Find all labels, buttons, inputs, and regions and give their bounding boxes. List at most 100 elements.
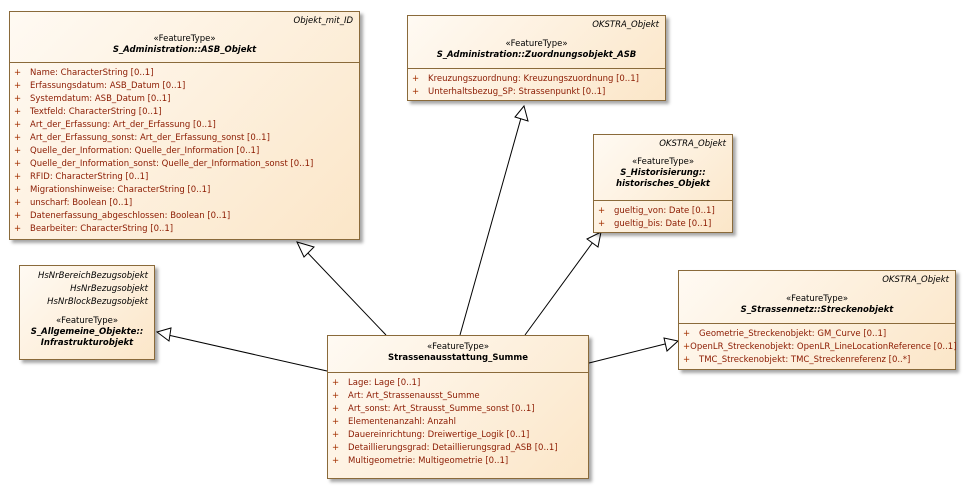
attribute-text: Name: CharacterString [0..1] bbox=[30, 68, 154, 78]
class-header: OKSTRA_Objekt «FeatureType» S_Administra… bbox=[408, 16, 665, 69]
attribute-text: Kreuzungszuordnung: Kreuzungszuordnung [… bbox=[428, 74, 639, 84]
arrowhead-strecke bbox=[663, 337, 680, 352]
attribute-row: + gueltig_von: Date [0..1] bbox=[598, 205, 732, 218]
attribute-row: + Quelle_der_Information_sonst: Quelle_de… bbox=[14, 158, 359, 171]
attribute-row: +Art_der_Erfassung_sonst: Art_der_Erfass… bbox=[14, 132, 359, 145]
attribute-row: + Name: CharacterString [0..1] bbox=[14, 67, 359, 80]
class-asb-objekt[interactable]: Objekt_mit_ID «FeatureType» S_Administra… bbox=[9, 11, 360, 240]
visibility-marker: + bbox=[332, 391, 340, 401]
attribute-row: + gueltig_bis: Date [0..1] bbox=[598, 218, 732, 231]
stereotype: «FeatureType» bbox=[426, 342, 490, 352]
attribute-text: TMC_Streckenobjekt: TMC_Streckenreferenz… bbox=[699, 355, 911, 365]
visibility-marker: + bbox=[412, 87, 420, 97]
attribute-row: + TMC_Streckenobjekt: TMC_Streckenreferen… bbox=[683, 354, 955, 367]
attribute-text: Bearbeiter: CharacterString [0..1] bbox=[30, 224, 174, 234]
visibility-marker: + bbox=[14, 133, 22, 143]
attribute-text: Elementenanzahl: Anzahl bbox=[348, 417, 457, 427]
attribute-row: +Datenerfassung_abgeschlossen: Boolean [… bbox=[14, 210, 359, 223]
stereotype: «FeatureType» bbox=[505, 39, 568, 49]
visibility-marker: + bbox=[14, 172, 22, 182]
attribute-text: RFID: CharacterString [0..1] bbox=[30, 172, 149, 182]
attribute-row: + Elementenanzahl: Anzahl bbox=[332, 416, 588, 429]
attribute-row: + Systemdatum: ASB_Datum [0..1] bbox=[14, 93, 359, 106]
attribute-row: + Art_sonst: Art_Strausst_Summe_sonst [0.… bbox=[332, 403, 588, 416]
attribute-text: Systemdatum: ASB_Datum [0..1] bbox=[30, 94, 171, 104]
attribute-text: unscharf: Boolean [0..1] bbox=[30, 198, 133, 208]
attribute-text: Detaillierungsgrad: Detaillierungsgrad_A… bbox=[348, 443, 558, 453]
visibility-marker: + bbox=[332, 378, 340, 388]
attribute-text: Geometrie_Streckenobjekt: GM_Curve [0..1… bbox=[699, 329, 887, 339]
stereotype: «FeatureType» bbox=[631, 157, 695, 167]
edge-summe-to-infrastruktur bbox=[167, 334, 328, 372]
visibility-marker: + bbox=[683, 355, 691, 365]
attribute-text: Quelle_der_Information: Quelle_der_Infor… bbox=[30, 146, 260, 156]
arrowhead-historisch bbox=[586, 231, 602, 248]
attribute-row: + Dauereinrichtung: Dreiwertige_Logik [0.… bbox=[332, 429, 588, 442]
attribute-row: +Bearbeiter: CharacterString [0..1] bbox=[14, 223, 359, 236]
tagged-value: HsNrBlockBezugsobjekt bbox=[47, 297, 148, 307]
class-name: Infrastrukturobjekt bbox=[40, 338, 134, 348]
attribute-list: + Kreuzungszuordnung: Kreuzungszuordnung … bbox=[408, 69, 665, 99]
attribute-row: + Lage: Lage [0..1] bbox=[332, 377, 588, 390]
class-strassenausstattung-summe[interactable]: «FeatureType» Strassenausstattung_Summe … bbox=[327, 335, 589, 479]
attribute-text: gueltig_bis: Date [0..1] bbox=[614, 219, 712, 229]
visibility-marker: + bbox=[14, 81, 22, 91]
attribute-text: Textfeld: CharacterString [0..1] bbox=[30, 107, 162, 117]
attribute-row: +OpenLR_Streckenobjekt: OpenLR_LineLocat… bbox=[683, 341, 957, 354]
visibility-marker: + bbox=[683, 329, 691, 339]
edge-summe-to-asb bbox=[304, 249, 387, 336]
tagged-value: OKSTRA_Objekt bbox=[592, 20, 659, 30]
visibility-marker: + bbox=[598, 219, 606, 229]
attribute-row: + Migrationshinweise: CharacterString [0.… bbox=[14, 184, 359, 197]
visibility-marker: + bbox=[598, 206, 606, 216]
arrowhead-asb bbox=[296, 241, 315, 258]
visibility-marker: + bbox=[14, 198, 22, 208]
attribute-list: + Lage: Lage [0..1] +Art: Art_Strassenaus… bbox=[328, 373, 588, 468]
class-name-package: S_Allgemeine_Objekte:: bbox=[30, 327, 144, 337]
visibility-marker: + bbox=[683, 342, 691, 352]
attribute-row: +Multigeometrie: Multigeometrie [0..1] bbox=[332, 455, 588, 468]
class-header: OKSTRA_Objekt «FeatureType» S_Strassenne… bbox=[679, 271, 955, 324]
attribute-text: OpenLR_Streckenobjekt: OpenLR_LineLocati… bbox=[690, 342, 957, 352]
class-header: Objekt_mit_ID «FeatureType» S_Administra… bbox=[10, 12, 359, 63]
class-zuordnungsobjekt[interactable]: OKSTRA_Objekt «FeatureType» S_Administra… bbox=[407, 15, 666, 101]
attribute-text: Quelle_der_Information_sonst: Quelle_der… bbox=[30, 159, 314, 169]
tagged-value: OKSTRA_Objekt bbox=[659, 139, 726, 149]
visibility-marker: + bbox=[332, 430, 340, 440]
class-header: OKSTRA_Objekt «FeatureType» S_Historisie… bbox=[594, 135, 732, 201]
attribute-text: gueltig_von: Date [0..1] bbox=[614, 206, 715, 216]
visibility-marker: + bbox=[332, 443, 340, 453]
edge-summe-to-strecke bbox=[588, 343, 666, 364]
attribute-text: Art_sonst: Art_Strausst_Summe_sonst [0..… bbox=[348, 404, 535, 414]
visibility-marker: + bbox=[14, 146, 22, 156]
class-historisches-objekt[interactable]: OKSTRA_Objekt «FeatureType» S_Historisie… bbox=[593, 134, 733, 233]
class-name-package: S_Historisierung:: bbox=[620, 168, 706, 178]
class-streckenobjekt[interactable]: OKSTRA_Objekt «FeatureType» S_Strassenne… bbox=[678, 270, 957, 370]
attribute-row: +Textfeld: CharacterString [0..1] bbox=[14, 106, 359, 119]
attribute-row: +Art: Art_Strassenausst_Summe bbox=[332, 390, 588, 403]
visibility-marker: + bbox=[14, 68, 22, 78]
attribute-row: + Quelle_der_Information: Quelle_der_Info… bbox=[14, 145, 359, 158]
visibility-marker: + bbox=[14, 159, 22, 169]
attribute-text: Lage: Lage [0..1] bbox=[348, 378, 421, 388]
class-name: S_Administration::ASB_Objekt bbox=[112, 45, 257, 55]
tagged-value: HsNrBereichBezugsobjekt bbox=[37, 271, 148, 281]
class-name: S_Strassennetz::Streckenobjekt bbox=[740, 305, 894, 315]
tagged-value: OKSTRA_Objekt bbox=[882, 275, 949, 285]
attribute-text: Migrationshinweise: CharacterString [0..… bbox=[30, 185, 211, 195]
tagged-value: HsNrBezugsobjekt bbox=[70, 284, 148, 294]
visibility-marker: + bbox=[14, 94, 22, 104]
attribute-text: Erfassungsdatum: ASB_Datum [0..1] bbox=[30, 81, 186, 91]
attribute-row: +Kreuzungszuordnung: Kreuzungszuordnung … bbox=[412, 73, 665, 86]
visibility-marker: + bbox=[14, 185, 22, 195]
class-header: HsNrBereichBezugsobjekt HsNrBezugsobjekt… bbox=[20, 266, 154, 359]
visibility-marker: + bbox=[332, 404, 340, 414]
attribute-list: + gueltig_von: Date [0..1] + gueltig_bis: … bbox=[594, 201, 732, 231]
visibility-marker: + bbox=[332, 417, 340, 427]
attribute-text: Multigeometrie: Multigeometrie [0..1] bbox=[348, 456, 509, 466]
attribute-text: Datenerfassung_abgeschlossen: Boolean [0… bbox=[30, 211, 231, 221]
attribute-row: +Art_der_Erfassung: Art_der_Erfassung [0… bbox=[14, 119, 359, 132]
attribute-text: Dauereinrichtung: Dreiwertige_Logik [0..… bbox=[348, 430, 530, 440]
class-infrastrukturobjekt[interactable]: HsNrBereichBezugsobjekt HsNrBezugsobjekt… bbox=[19, 265, 155, 360]
arrowhead-infrastruktur bbox=[155, 327, 172, 342]
